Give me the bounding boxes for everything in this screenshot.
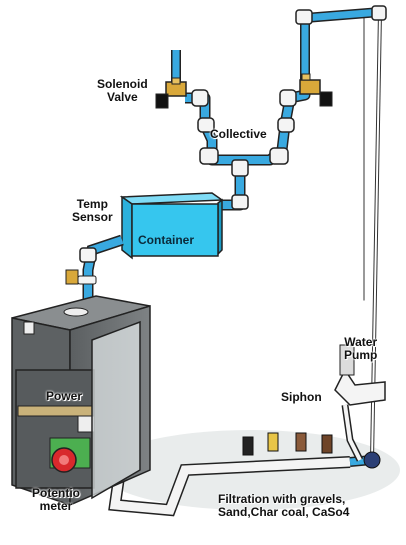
label-siphon: Siphon [281,391,322,404]
label-potentiometer-line2: meter [32,500,80,513]
label-temp-sensor-line2: Sensor [72,211,113,224]
label-temp-sensor: Temp Sensor [72,198,113,224]
label-filtration-line2: Sand,Char coal, CaSo4 [218,506,349,519]
label-water-pump: Water Pump [344,336,377,362]
solenoid-valve-right [300,74,332,106]
label-water-pump-line2: Pump [344,349,377,362]
filter-yellow [268,433,278,451]
label-solenoid-valve-line2: Valve [97,91,148,104]
label-potentiometer: Potentio meter [32,487,80,513]
label-power: Power [46,390,82,403]
filter-brown-1 [296,433,306,451]
container-box [122,193,222,258]
label-collective: Collective [210,128,267,141]
label-filtration: Filtration with gravels, Sand,Char coal,… [218,493,349,519]
filter-black-1 [243,437,253,455]
solenoid-valve-left [156,78,186,108]
label-container: Container [138,234,194,247]
label-solenoid-valve: Solenoid Valve [97,78,148,104]
filter-brown-2 [322,435,332,453]
